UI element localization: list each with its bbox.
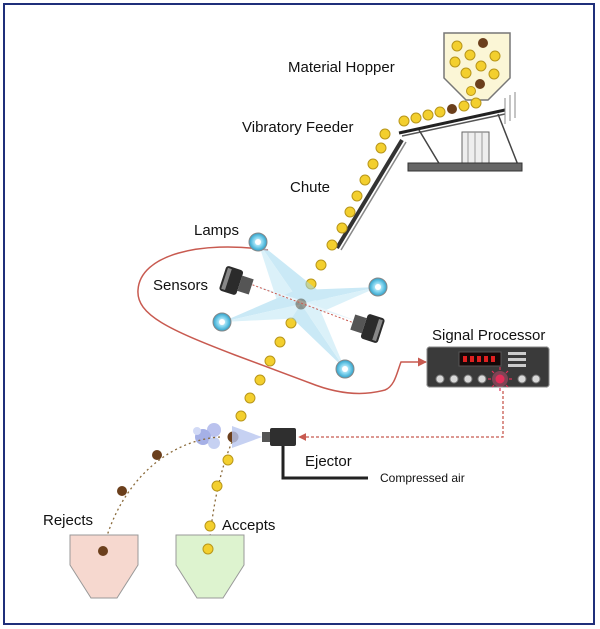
compressed-air-hose (281, 446, 368, 480)
signal-processor (426, 346, 550, 391)
hopper-particles (449, 38, 501, 96)
label-vibratory-feeder: Vibratory Feeder (242, 119, 353, 136)
lamp-icon (248, 232, 268, 252)
label-sensors: Sensors (153, 277, 208, 294)
rejects-bin (69, 534, 139, 599)
lamp-icon (335, 359, 355, 379)
sensor-camera-icon (219, 266, 254, 295)
material-hopper (443, 32, 511, 101)
label-rejects: Rejects (43, 512, 93, 529)
accepts-bin (175, 534, 245, 599)
ejector-signal-line (298, 391, 504, 441)
light-beams (222, 242, 378, 369)
sensor-feedback-loop (137, 246, 427, 395)
vibratory-feeder (398, 92, 523, 172)
label-compressed-air: Compressed air (380, 471, 465, 485)
chute (335, 138, 407, 251)
label-material-hopper: Material Hopper (288, 59, 395, 76)
sensor-camera-icon (350, 314, 385, 343)
air-blast-icon (193, 423, 262, 449)
sensor-sightline (244, 281, 363, 327)
lamp-icon (212, 312, 232, 332)
label-signal-processor: Signal Processor (432, 327, 545, 344)
label-chute: Chute (290, 179, 330, 196)
label-ejector: Ejector (305, 453, 352, 470)
processor-led-icon (488, 367, 512, 391)
lamp-icon (368, 277, 388, 297)
label-accepts: Accepts (222, 517, 275, 534)
label-lamps: Lamps (194, 222, 239, 239)
lamps (212, 232, 388, 379)
ejector (262, 428, 368, 480)
